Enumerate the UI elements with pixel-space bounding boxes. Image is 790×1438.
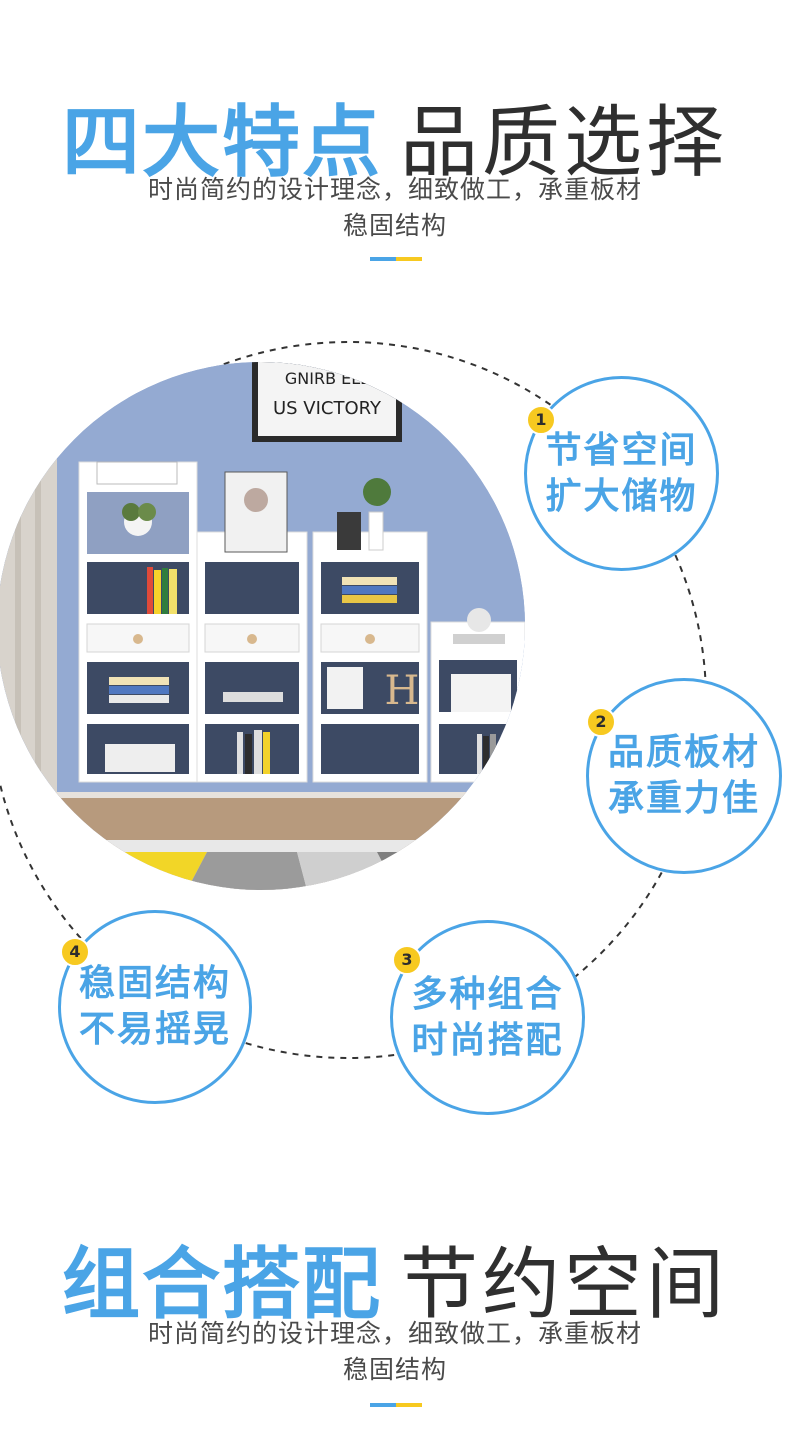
feature-4-number-badge: 4 [60,937,90,967]
feature-3-number-badge: 3 [392,945,422,975]
section1-title-light: 品质选择 [400,98,729,188]
section1-desc-line1: 时尚简约的设计理念，细致做工，承重板材 [147,175,642,204]
section1-divider [370,257,422,261]
feature-circle-2: 品质板材 承重力佳 [586,678,782,874]
bookshelf-illustration: GNIRB ELL US VICTORY [0,362,525,890]
product-photo: GNIRB ELL US VICTORY [0,362,525,890]
feature-2-number-badge: 2 [586,707,616,737]
section1-description: 时尚简约的设计理念，细致做工，承重板材 稳固结构 [0,172,790,244]
section2-heading: 组合搭配节约空间 [0,1222,790,1334]
letter-decor: H [385,668,420,714]
feature-1-line1: 节省空间 [545,429,698,471]
section2-description: 时尚简约的设计理念，细致做工，承重板材 稳固结构 [0,1316,790,1388]
feature-3-line2: 时尚搭配 [411,1019,564,1061]
section1-title-bold: 四大特点 [61,98,382,188]
feature-2-line2: 承重力佳 [607,778,760,819]
feature-3-line1: 多种组合 [411,973,564,1015]
section1-desc-line2: 稳固结构 [342,211,447,240]
feature-circle-3: 多种组合 时尚搭配 [390,920,585,1115]
feature-4-line1: 稳固结构 [78,963,231,1004]
section2-desc-line2: 稳固结构 [342,1355,447,1384]
section2-divider [370,1403,422,1407]
section2-desc-line1: 时尚简约的设计理念，细致做工，承重板材 [147,1319,642,1348]
feature-circle-1: 节省空间 扩大储物 [524,376,719,571]
section2-title-bold: 组合搭配 [61,1240,382,1330]
feature-circle-4: 稳固结构 不易摇晃 [58,910,252,1104]
feature-1-line2: 扩大储物 [545,475,698,517]
poster-text-line1: US VICTORY [273,398,382,419]
section2-title-light: 节约空间 [400,1240,729,1330]
feature-2-line1: 品质板材 [607,732,760,773]
feature-1-number-badge: 1 [526,405,556,435]
section1-heading: 四大特点品质选择 [0,80,790,192]
feature-4-line2: 不易摇晃 [78,1009,231,1050]
